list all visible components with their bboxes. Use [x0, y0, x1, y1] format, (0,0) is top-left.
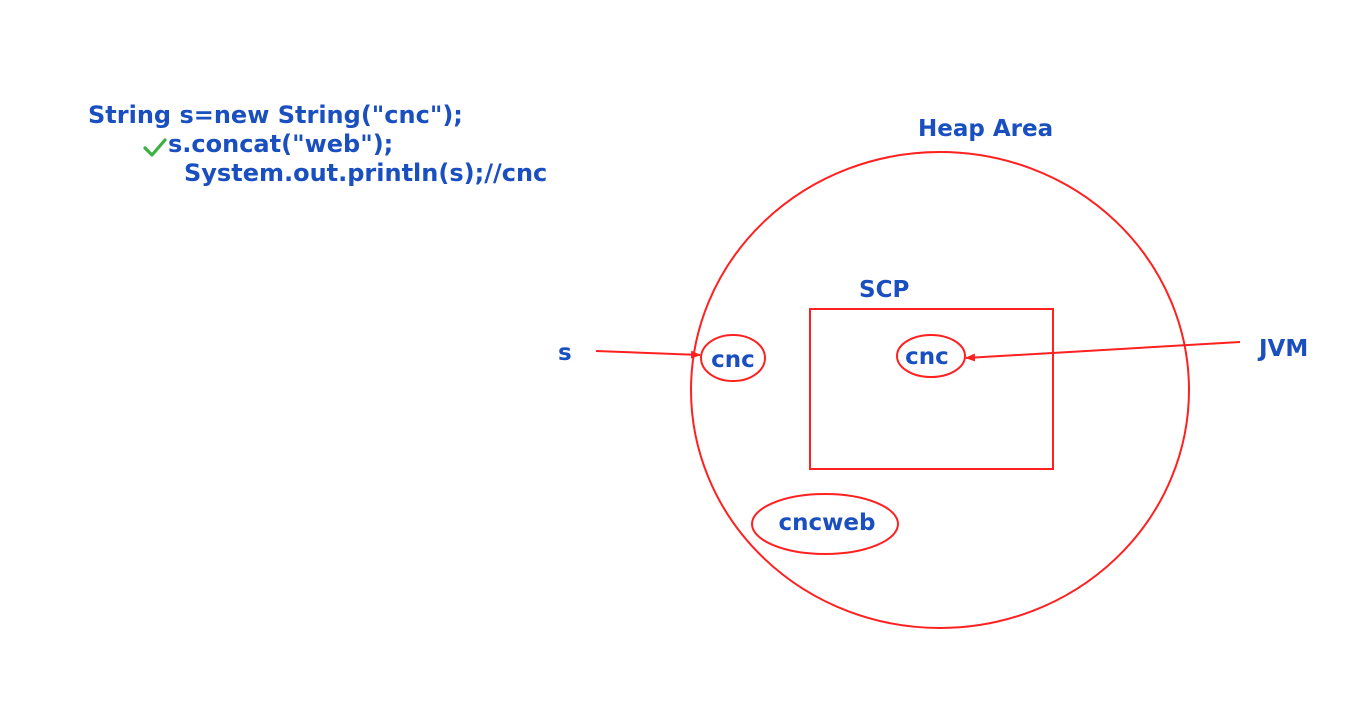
new-object-label: cncweb: [779, 510, 876, 536]
heap-area-label: Heap Area: [918, 116, 1053, 142]
scp-label: SCP: [859, 277, 909, 303]
ref-jvm-arrow: [965, 341, 1241, 362]
code-line-1: String s=new String("cnc");: [88, 101, 463, 129]
ref-jvm-label: JVM: [1257, 336, 1308, 362]
heap-area-circle: [690, 151, 1190, 629]
heap-object-ellipse: [700, 334, 766, 382]
code-line-3: System.out.println(s);//cnc: [184, 159, 548, 187]
new-object-ellipse: [751, 493, 899, 555]
check-icon: [143, 138, 167, 157]
heap-object-label: cnc: [711, 347, 755, 373]
scp-object-label: cnc: [905, 344, 949, 370]
scp-box: [809, 308, 1054, 470]
scp-object-ellipse: [896, 334, 966, 378]
ref-s-label: s: [558, 340, 572, 366]
code-line-2: s.concat("web");: [168, 130, 394, 158]
ref-s-arrow: [595, 350, 701, 359]
